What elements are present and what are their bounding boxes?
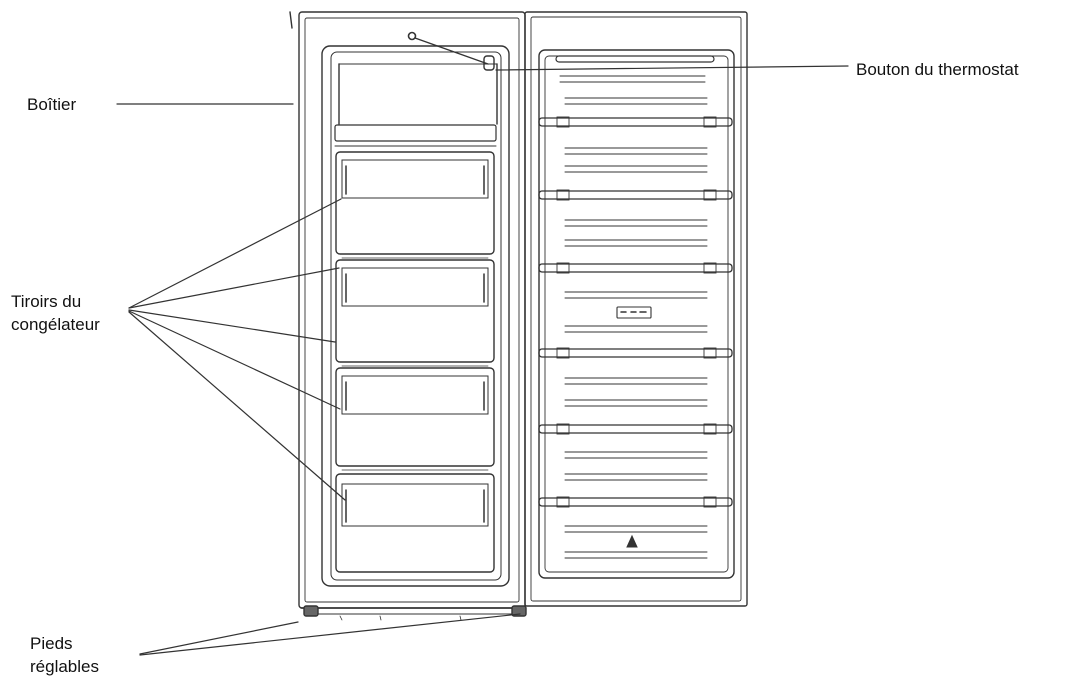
door [524,11,748,607]
cabinet [289,11,526,609]
cabinet-base [300,605,527,621]
leader-tiroirs-5 [128,311,346,501]
leader-tiroirs-4 [128,310,341,410]
leader-tiroirs-1 [128,198,342,309]
label-tiroirs-line-1: Tiroirs du [11,292,82,311]
label-pieds-line-2: réglables [30,657,99,676]
label-tiroirs-line-2: congélateur [11,315,100,334]
drawer-3 [335,367,495,471]
thermostat-knob-icon [407,31,495,71]
label-tiroirs: Tiroirs du congélateur [11,290,100,336]
door-shelf-4 [538,347,733,407]
door-shelf-5 [538,423,733,481]
warning-triangle-icon [626,534,638,548]
leader-tiroirs-2 [128,267,340,309]
label-pieds-line-1: Pieds [30,634,73,653]
leader-tiroirs-3 [128,309,336,343]
leader-pieds-1 [139,621,299,655]
drawer-4 [335,473,495,573]
door-shelf-6 [538,496,733,559]
drawer-1 [335,151,495,259]
door-shelf-3 [538,262,733,333]
leader-lines [116,65,849,656]
door-shelf-2 [538,189,733,247]
label-thermostat: Bouton du thermostat [856,60,1019,79]
leader-pieds-2 [139,613,521,656]
label-boitier: Boîtier [27,95,77,114]
leader-thermostat [495,65,849,71]
door-shelf-1 [538,116,733,173]
label-pieds: Pieds réglables [30,632,99,678]
drawer-2 [335,259,495,367]
